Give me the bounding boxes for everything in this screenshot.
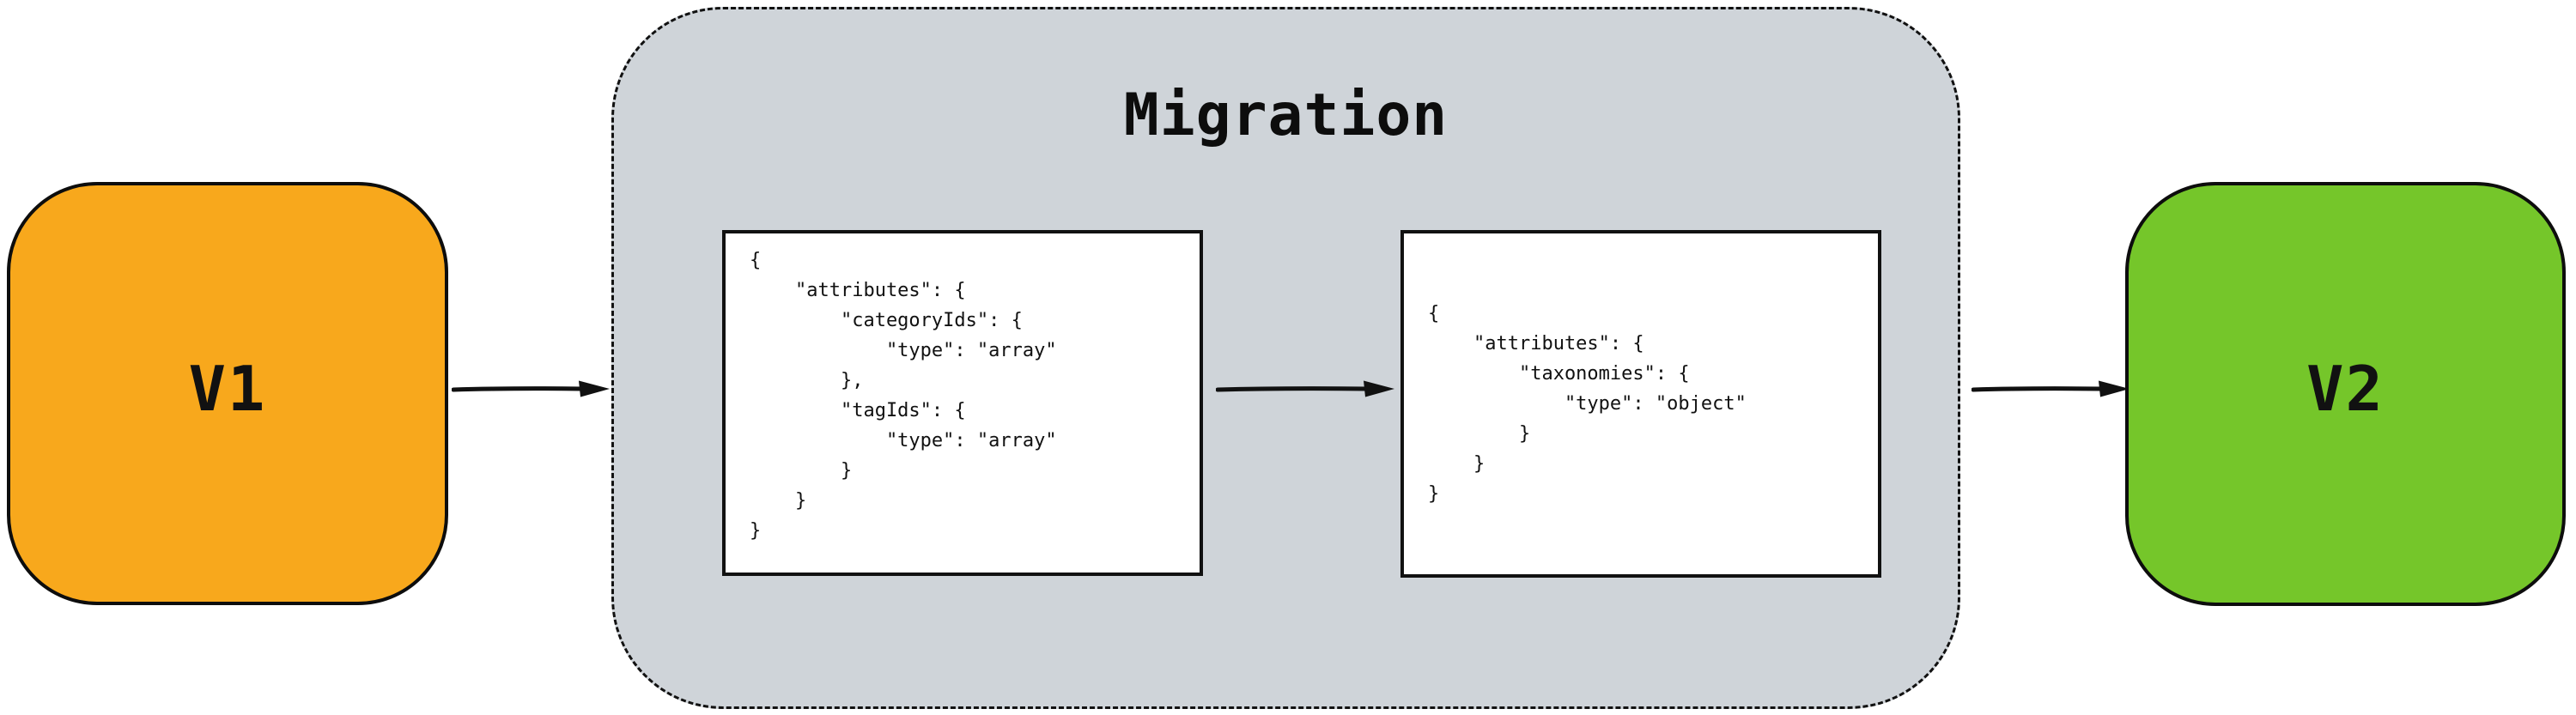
v2-schema-code-box: { "attributes": { "taxonomies": { "type"… (1400, 230, 1881, 578)
v1-schema-code-box: { "attributes": { "categoryIds": { "type… (722, 230, 1203, 576)
v1-node-label: V1 (188, 352, 267, 425)
v2-node-label: V2 (2306, 353, 2385, 425)
right-arrow-icon (1216, 380, 1394, 397)
migration-container: Migration { "attributes": { "categoryIds… (611, 7, 1960, 709)
arrow-migration-to-v2 (1971, 378, 2129, 400)
v2-schema-code: { "attributes": { "taxonomies": { "type"… (1428, 303, 1747, 505)
arrow-v1-schema-to-v2-schema (1216, 378, 1394, 400)
v1-node: V1 (7, 182, 448, 605)
arrow-v1-to-migration (452, 378, 610, 400)
v1-schema-code: { "attributes": { "categoryIds": { "type… (750, 250, 1057, 542)
migration-title: Migration (1123, 82, 1449, 149)
v2-node: V2 (2125, 182, 2566, 606)
right-arrow-icon (1971, 380, 2129, 397)
right-arrow-icon (452, 380, 610, 397)
